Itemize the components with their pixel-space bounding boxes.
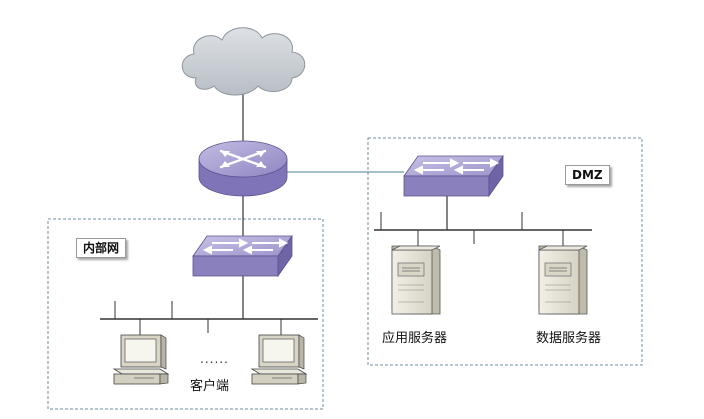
computer-icon	[250, 334, 308, 385]
dmz-zone-label: DMZ	[565, 165, 610, 185]
server-icon	[538, 245, 588, 315]
app-server-label: 应用服务器	[382, 331, 448, 346]
router-icon	[198, 140, 288, 197]
switch-icon	[192, 234, 293, 278]
cloud-icon	[181, 27, 306, 96]
internal-zone-border	[47, 218, 324, 410]
clients-label: 客户端	[190, 379, 230, 394]
more-clients-ellipsis: ......	[200, 352, 229, 366]
data-server-label: 数据服务器	[536, 331, 602, 346]
switch-icon	[403, 154, 504, 198]
internal-zone-label: 内部网	[76, 238, 127, 258]
server-icon	[391, 245, 441, 315]
computer-icon	[112, 334, 170, 385]
dmz-zone-border	[367, 137, 643, 366]
